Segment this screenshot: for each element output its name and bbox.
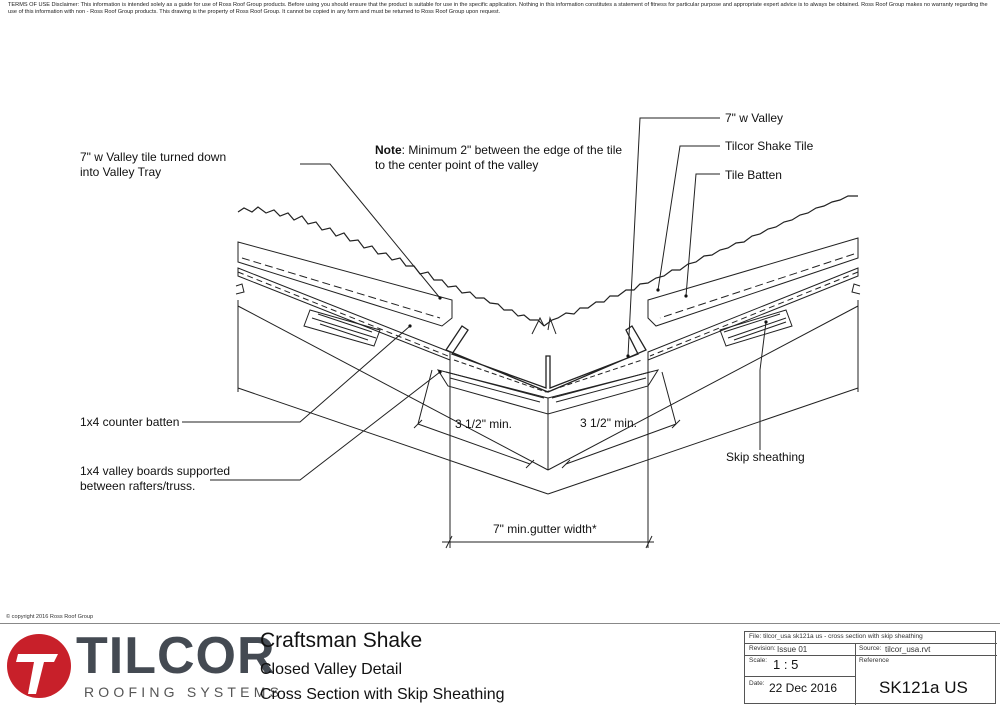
- right-shake-tile-body: [647, 237, 859, 327]
- pointer-dot-7w-valley: [626, 354, 630, 358]
- right-skip-sheathing: [719, 309, 793, 347]
- right-batten-dashes: [649, 271, 859, 357]
- dim-left-tick-b: [525, 459, 535, 469]
- tb-revision: Issue 01: [777, 645, 808, 654]
- title-sub2: Cross Section with Skip Sheathing: [260, 686, 505, 703]
- right-tile-dashes: [659, 253, 855, 319]
- left-valley-board: [436, 369, 549, 415]
- leader-7w-valley: [627, 117, 720, 357]
- leader-valley-tile: [300, 163, 441, 299]
- label-7w-valley: 7" w Valley: [725, 111, 784, 125]
- right-valley-board: [547, 369, 660, 415]
- disclaimer-text: TERMS OF USE Disclaimer: This informatio…: [8, 2, 988, 15]
- tb-source-label: Source:: [859, 645, 882, 652]
- leader-valley-boards: [210, 371, 441, 481]
- tb-divider-1: [745, 643, 997, 644]
- tb-revision-label: Revision:: [749, 645, 776, 652]
- dim-right-tick-a: [561, 459, 571, 469]
- left-rafter-top-line: [237, 305, 549, 471]
- left-shake-tile-body: [237, 241, 453, 327]
- left-tile-dashes: [241, 257, 441, 319]
- dim-right-label: 3 1/2" min.: [580, 416, 637, 430]
- copyright-text: © copyright 2016 Ross Roof Group: [6, 614, 94, 620]
- dim-right-line: [565, 423, 677, 465]
- tb-divider-2: [745, 655, 997, 656]
- right-ridge-clip: [851, 283, 861, 295]
- tb-scale-label: Scale:: [749, 657, 768, 664]
- gutter-width-label: 7" min.gutter width*: [493, 522, 597, 536]
- note-line2: to the center point of the valley: [375, 158, 539, 172]
- left-shake-tile-profile: [237, 206, 545, 327]
- note-prefix: Note: [375, 143, 402, 157]
- right-turned-tile-edge: [547, 316, 557, 335]
- pointer-dot-tile-batten: [684, 294, 688, 298]
- tilcor-logo-mark: [7, 634, 71, 698]
- dim-left-line: [417, 423, 531, 465]
- leader-shake-tile: [657, 145, 720, 291]
- label-shake-tile: Tilcor Shake Tile: [725, 139, 814, 153]
- right-rafter-top-line: [547, 305, 859, 471]
- left-valley-board-hatch: [445, 371, 545, 403]
- label-tile-batten: Tile Batten: [725, 168, 782, 182]
- dim-left-label: 3 1/2" min.: [455, 417, 512, 431]
- pointer-dot-skip-sheathing: [764, 320, 768, 324]
- left-rafter-bottom-line: [237, 387, 549, 495]
- note-line1-text: : Minimum 2" between the edge of the til…: [401, 143, 623, 157]
- pointer-dot-valley-boards: [438, 370, 442, 374]
- label-skip-sheathing: Skip sheathing: [726, 450, 805, 464]
- left-turned-tile-edge: [531, 316, 545, 335]
- tb-divider-v: [855, 643, 856, 705]
- leader-skip-sheathing: [759, 321, 767, 450]
- tb-file: File: tilcor_usa sk121a us - cross secti…: [749, 633, 923, 640]
- title-block: File: tilcor_usa sk121a us - cross secti…: [744, 631, 997, 705]
- title-divider: [0, 623, 1000, 624]
- title-sub1: Closed Valley Detail: [260, 661, 402, 678]
- label-counter-batten: 1x4 counter batten: [80, 415, 180, 429]
- gutter-dim-tick-left: [445, 535, 453, 549]
- left-batten-dashes: [237, 271, 449, 357]
- left-skip-sheathing: [303, 309, 381, 347]
- pointer-dot-counter-batten: [408, 324, 412, 328]
- valley-tray: [445, 325, 647, 393]
- label-valley-tile-line1: 7" w Valley tile turned down: [80, 150, 227, 164]
- label-valley-tile-line2: into Valley Tray: [80, 165, 162, 179]
- leader-counter-batten: [182, 325, 411, 423]
- gutter-dim-tick-right: [645, 535, 653, 549]
- tb-divider-3: [745, 676, 855, 677]
- left-ridge-clip: [235, 283, 245, 295]
- tb-date-label: Date:: [749, 680, 765, 687]
- label-valley-boards-line2: between rafters/truss.: [80, 479, 196, 493]
- tb-reference: SK121a US: [879, 678, 968, 697]
- dim-right-ext: [661, 371, 677, 425]
- right-rafter-bottom-line: [547, 387, 859, 495]
- pointer-dot-shake-tile: [656, 288, 660, 292]
- logo-subtitle: ROOFING SYSTEMS: [84, 684, 284, 700]
- tb-scale: 1 : 5: [773, 657, 799, 672]
- valley-cross-section-drawing: [182, 117, 861, 549]
- right-sheathing-hatch: [723, 313, 787, 341]
- right-valley-board-hatch: [551, 371, 651, 403]
- logo-brand: TILCOR: [76, 627, 276, 685]
- leader-tile-batten: [685, 173, 720, 297]
- tb-date: 22 Dec 2016: [769, 681, 838, 695]
- title-main: Craftsman Shake: [260, 629, 423, 652]
- tb-reference-label: Reference: [859, 657, 889, 664]
- pointer-dot-valley-tile: [438, 296, 442, 300]
- right-shake-tile-profile: [543, 195, 858, 327]
- valley-tray-dashes: [453, 359, 643, 393]
- label-valley-boards-line1: 1x4 valley boards supported: [80, 464, 231, 478]
- note-line1: Note: Minimum 2" between the edge of the…: [375, 143, 622, 158]
- dim-left-ext: [417, 369, 433, 425]
- tb-source: tilcor_usa.rvt: [885, 645, 931, 654]
- left-sheathing-hatch: [311, 313, 377, 341]
